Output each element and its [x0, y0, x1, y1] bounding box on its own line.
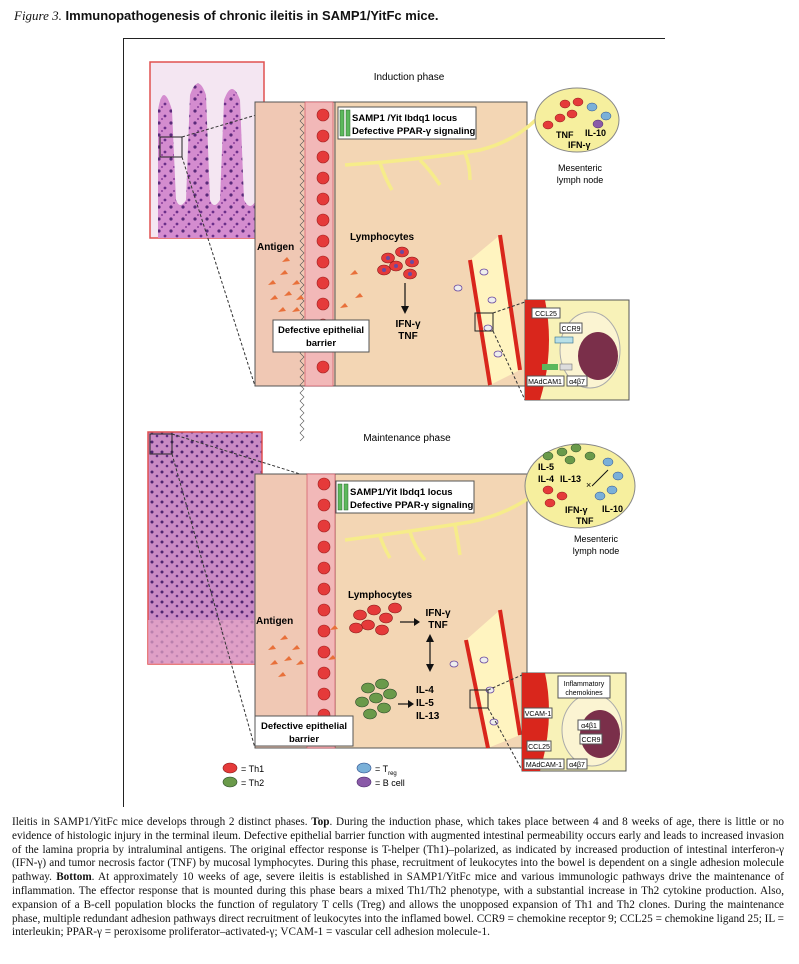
legend-th1-swatch [222, 762, 238, 774]
th2-cytokine-il4: IL-4 [416, 685, 434, 696]
lacteal-top [344, 108, 547, 191]
caption-sentence-2: . During the induction phase, which take… [12, 816, 784, 884]
locus-line1-top: SAMP1 /Yit lbdq1 locus [352, 113, 457, 124]
th1-cells-bottom [349, 602, 402, 636]
legend-treg-swatch [356, 762, 372, 774]
node-il10-top: IL-10 [585, 128, 606, 138]
antigen-label-bottom: Antigen [256, 616, 293, 627]
th2-cytokine-il13: IL-13 [416, 711, 440, 722]
locus-line2-top: Defective PPAR-γ signaling [352, 126, 476, 137]
lacteal-bottom [344, 488, 542, 562]
legend-th2: = Th2 [241, 778, 264, 788]
caption-sentence-1: Ileitis in SAMP1/YitFc mice develops thr… [12, 816, 312, 828]
th1-cells-top [377, 246, 419, 280]
node-tnf-top: TNF [556, 130, 574, 140]
locus-box-bottom: SAMP1/Yit lbdq1 locus Defective PPAR-γ s… [335, 480, 475, 514]
node-tnf-bottom: TNF [576, 516, 594, 526]
figure-label: Figure 3. [14, 8, 62, 23]
caption-bottom-label: Bottom [56, 871, 92, 884]
cell-legend: = Th1 = Th2 = Treg = B cell [222, 762, 405, 788]
locus-line2-bottom: Defective PPAR-γ signaling [350, 500, 474, 511]
figure-heading: Immunopathogenesis of chronic ileitis in… [65, 8, 439, 23]
barrier-line2-bottom: barrier [289, 734, 319, 745]
figure-frame [123, 38, 665, 807]
adhesion-inset-bottom: Inflammatory chemokines VCAM-1 α4β1 CCR9… [521, 672, 627, 772]
locus-line1-bottom: SAMP1/Yit lbdq1 locus [350, 487, 453, 498]
a4b7-label-top: α4β7 [569, 379, 585, 386]
node-il13: IL-13 [560, 474, 581, 484]
locus-box-top: SAMP1 /Yit lbdq1 locus Defective PPAR-γ … [337, 106, 477, 140]
lymph-node-bottom: × IL-5 IL-4 IL-13 IFN-γ IL-10 TNF [524, 443, 636, 529]
madcam-label-bottom: MAdCAM-1 [526, 762, 562, 769]
node-caption1-bottom: Mesenteric [574, 534, 619, 544]
ccl25-label-bottom: CCL25 [528, 744, 550, 751]
epithelium-bottom [306, 473, 336, 749]
legend-bcell: = B cell [375, 778, 405, 788]
node-il5: IL-5 [538, 462, 554, 472]
tnf-label-top: TNF [398, 331, 417, 342]
ccr9-label-top: CCR9 [561, 326, 580, 333]
figure-caption: Ileitis in SAMP1/YitFc mice develops thr… [12, 816, 784, 940]
lymphocytes-label-bottom: Lymphocytes [348, 590, 413, 601]
madcam-label-top: MAdCAM1 [528, 379, 562, 386]
node-caption2-top: lymph node [557, 175, 604, 185]
ifng-label-top: IFN-γ [396, 319, 421, 330]
antigen-particles-bottom [268, 625, 338, 677]
node-caption2-bottom: lymph node [573, 546, 620, 556]
th1-cytokine-tnf: TNF [428, 620, 447, 631]
th2-cells-bottom [355, 678, 397, 720]
induction-phase-label: Induction phase [374, 72, 445, 83]
antigen-particles-top [268, 257, 363, 312]
lymphocytes-label-top: Lymphocytes [350, 232, 415, 243]
ccr9-label-bottom: CCR9 [581, 737, 600, 744]
blood-vessel-top [453, 234, 522, 386]
ccl25-label-top: CCL25 [535, 311, 557, 318]
legend-treg: = Treg [375, 764, 397, 777]
blood-vessel-bottom [449, 609, 522, 749]
figure-illustration: Induction phase SAMP1 /Yit lbdq1 locus D… [147, 61, 636, 788]
caption-sentence-3: . At approximately 10 weeks of age, seve… [12, 871, 784, 939]
barrier-box-bottom: Defective epithelial barrier [254, 715, 354, 747]
node-il4: IL-4 [538, 474, 554, 484]
chemokines-line2: chemokines [565, 690, 603, 697]
lymph-node-top: TNF IL-10 IFN-γ [534, 87, 620, 153]
th2-cytokine-il5: IL-5 [416, 698, 434, 709]
adhesion-inset-top: CCL25 CCR9 MAdCAM1 α4β7 [524, 299, 630, 401]
figure-title: Figure 3. Immunopathogenesis of chronic … [14, 8, 439, 24]
a4b1-label: α4β1 [581, 723, 597, 730]
epithelium-top [299, 101, 334, 442]
barrier-line2-top: barrier [306, 338, 336, 349]
chemokines-line1: Inflammatory [564, 681, 605, 688]
legend-bcell-swatch [356, 776, 372, 788]
vcam-label: VCAM-1 [525, 711, 552, 718]
node-il10-bottom: IL-10 [602, 504, 623, 514]
histology-image-bottom [147, 431, 263, 665]
legend-th1: = Th1 [241, 764, 264, 774]
histology-image-top [149, 61, 265, 239]
barrier-line1-bottom: Defective epithelial [261, 721, 347, 732]
a4b7-label-bottom: α4β7 [569, 762, 585, 769]
antigen-label-top: Antigen [257, 242, 294, 253]
maintenance-phase-label: Maintenance phase [363, 433, 451, 444]
node-ifng-top: IFN-γ [568, 140, 591, 150]
th1-cytokine-ifng: IFN-γ [426, 608, 451, 619]
barrier-line1-top: Defective epithelial [278, 325, 364, 336]
barrier-box-top: Defective epithelial barrier [272, 319, 370, 353]
node-caption1-top: Mesenteric [558, 163, 603, 173]
block-mark: × [586, 480, 591, 490]
node-ifng-bottom: IFN-γ [565, 505, 588, 515]
caption-top-label: Top [311, 816, 330, 828]
legend-th2-swatch [222, 776, 238, 788]
